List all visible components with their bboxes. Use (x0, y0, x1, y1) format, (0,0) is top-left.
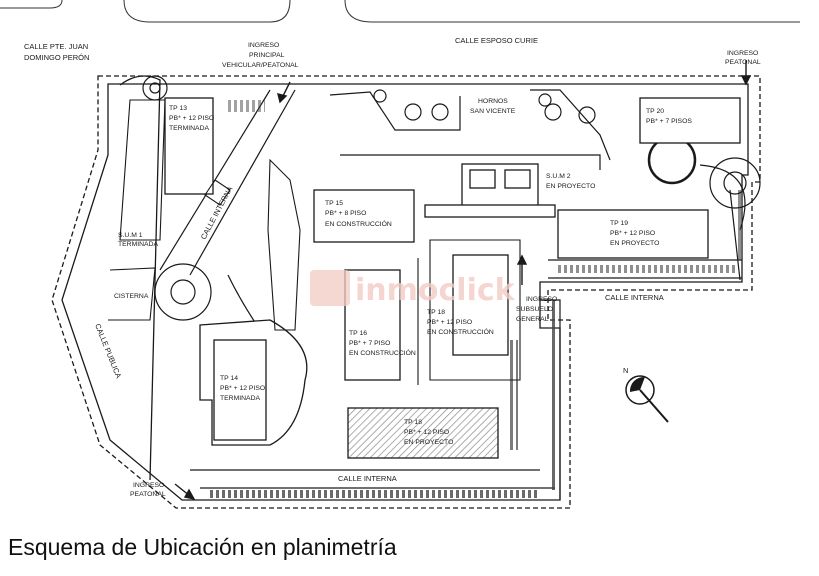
watermark-text: inmoclick (355, 273, 516, 308)
entrance-peatonal-ne-line1: INGRESO (727, 50, 758, 57)
entrance-labels: INGRESO PRINCIPAL VEHICULAR/PEATONAL ING… (130, 42, 761, 498)
hornos-line2: SAN VICENTE (470, 108, 516, 115)
building-tp13 (164, 97, 214, 195)
tp20-floors: PB* + 7 PISOS (646, 118, 692, 125)
entrance-subsuelo-line1: INGRESO (526, 296, 557, 303)
cisterna-label: CISTERNA (114, 293, 149, 300)
entrance-peatonal-sw-line1: INGRESO (133, 482, 164, 489)
tp13-name: TP 13 (169, 105, 187, 112)
tp18b-name: TP 18 (404, 419, 422, 426)
tp16-status: EN CONSTRUCCIÓN (349, 348, 416, 357)
tp19-name: TP 19 (610, 220, 628, 227)
site-plan: inmoclick N CALLE PTE. JUAN DOMINGO PERÓ… (0, 0, 800, 509)
entrance-subsuelo-line2: SUBSUELO (516, 306, 553, 313)
sum2-line2: EN PROYECTO (546, 183, 595, 190)
west-structures (108, 99, 521, 385)
compass-icon: N (623, 366, 669, 423)
tp14-floors: PB* + 12 PISO (220, 385, 265, 392)
buildings (164, 97, 741, 446)
entrance-principal-line2: PRINCIPAL (249, 52, 285, 59)
entrance-peatonal-sw-line2: PEATONAL (130, 491, 166, 498)
entry-arrows (174, 60, 752, 501)
plan-caption: Esquema de Ubicación en planimetría (8, 534, 397, 560)
tp18b-status: EN PROYECTO (404, 439, 453, 446)
tp18a-status: EN CONSTRUCCIÓN (427, 327, 494, 336)
entrance-subsuelo-line3: GENERAL (516, 316, 549, 323)
building-tp19 (557, 209, 709, 259)
tp14-status: TERMINADA (220, 395, 260, 402)
building-tp16 (344, 269, 401, 381)
parking-stripes (210, 100, 743, 498)
tp16-name: TP 16 (349, 330, 367, 337)
tp18a-floors: PB* + 12 PISO (427, 319, 472, 326)
street-peron-line1: CALLE PTE. JUAN (24, 42, 88, 51)
tp18b-floors: PB* + 12 PISO (404, 429, 449, 436)
street-peron-line2: DOMINGO PERÓN (24, 53, 89, 62)
hornos-san-vicente (329, 89, 611, 170)
tp13-status: TERMINADA (169, 125, 209, 132)
hornos-line1: HORNOS (478, 98, 508, 105)
street-interna-right: CALLE INTERNA (605, 293, 664, 302)
compass-label: N (623, 366, 628, 375)
street-publica: CALLE PUBLICA (93, 322, 123, 379)
street-esposo-curie: CALLE ESPOSO CURIE (455, 36, 538, 45)
tp15-name: TP 15 (325, 200, 343, 207)
tp13-floors: PB* + 12 PISO (169, 115, 214, 122)
entrance-principal-line3: VEHICULAR/PEATONAL (222, 62, 299, 69)
sum1-line1: S.U.M 1 (118, 232, 143, 239)
tp20-name: TP 20 (646, 108, 664, 115)
building-tp18-construction (452, 254, 509, 356)
street-interna-bottom: CALLE INTERNA (338, 474, 397, 483)
building-tp18-project (347, 407, 499, 459)
tp19-floors: PB* + 12 PISO (610, 230, 655, 237)
tp15-status: EN CONSTRUCCIÓN (325, 219, 392, 228)
tp19-status: EN PROYECTO (610, 240, 659, 247)
building-labels: TP 13 PB* + 12 PISO TERMINADA TP 14 PB* … (169, 105, 692, 446)
tp14-name: TP 14 (220, 375, 238, 382)
sum2-line1: S.U.M 2 (546, 173, 571, 180)
building-tp20 (639, 97, 741, 144)
street-edges-top (0, 0, 800, 23)
facility-labels: HORNOS SAN VICENTE S.U.M 1 TERMINADA S.U… (114, 98, 595, 300)
watermark: inmoclick (310, 270, 516, 308)
building-tp15 (313, 189, 415, 243)
entrance-principal-line1: INGRESO (248, 42, 279, 49)
tp18a-name: TP 18 (427, 309, 445, 316)
tp15-floors: PB* + 8 PISO (325, 210, 366, 217)
entrance-peatonal-ne-line2: PEATONAL (725, 59, 761, 66)
sum1-line2: TERMINADA (118, 241, 158, 248)
roundabouts (142, 75, 761, 321)
tp16-floors: PB* + 7 PISO (349, 340, 390, 347)
roads (159, 89, 746, 500)
